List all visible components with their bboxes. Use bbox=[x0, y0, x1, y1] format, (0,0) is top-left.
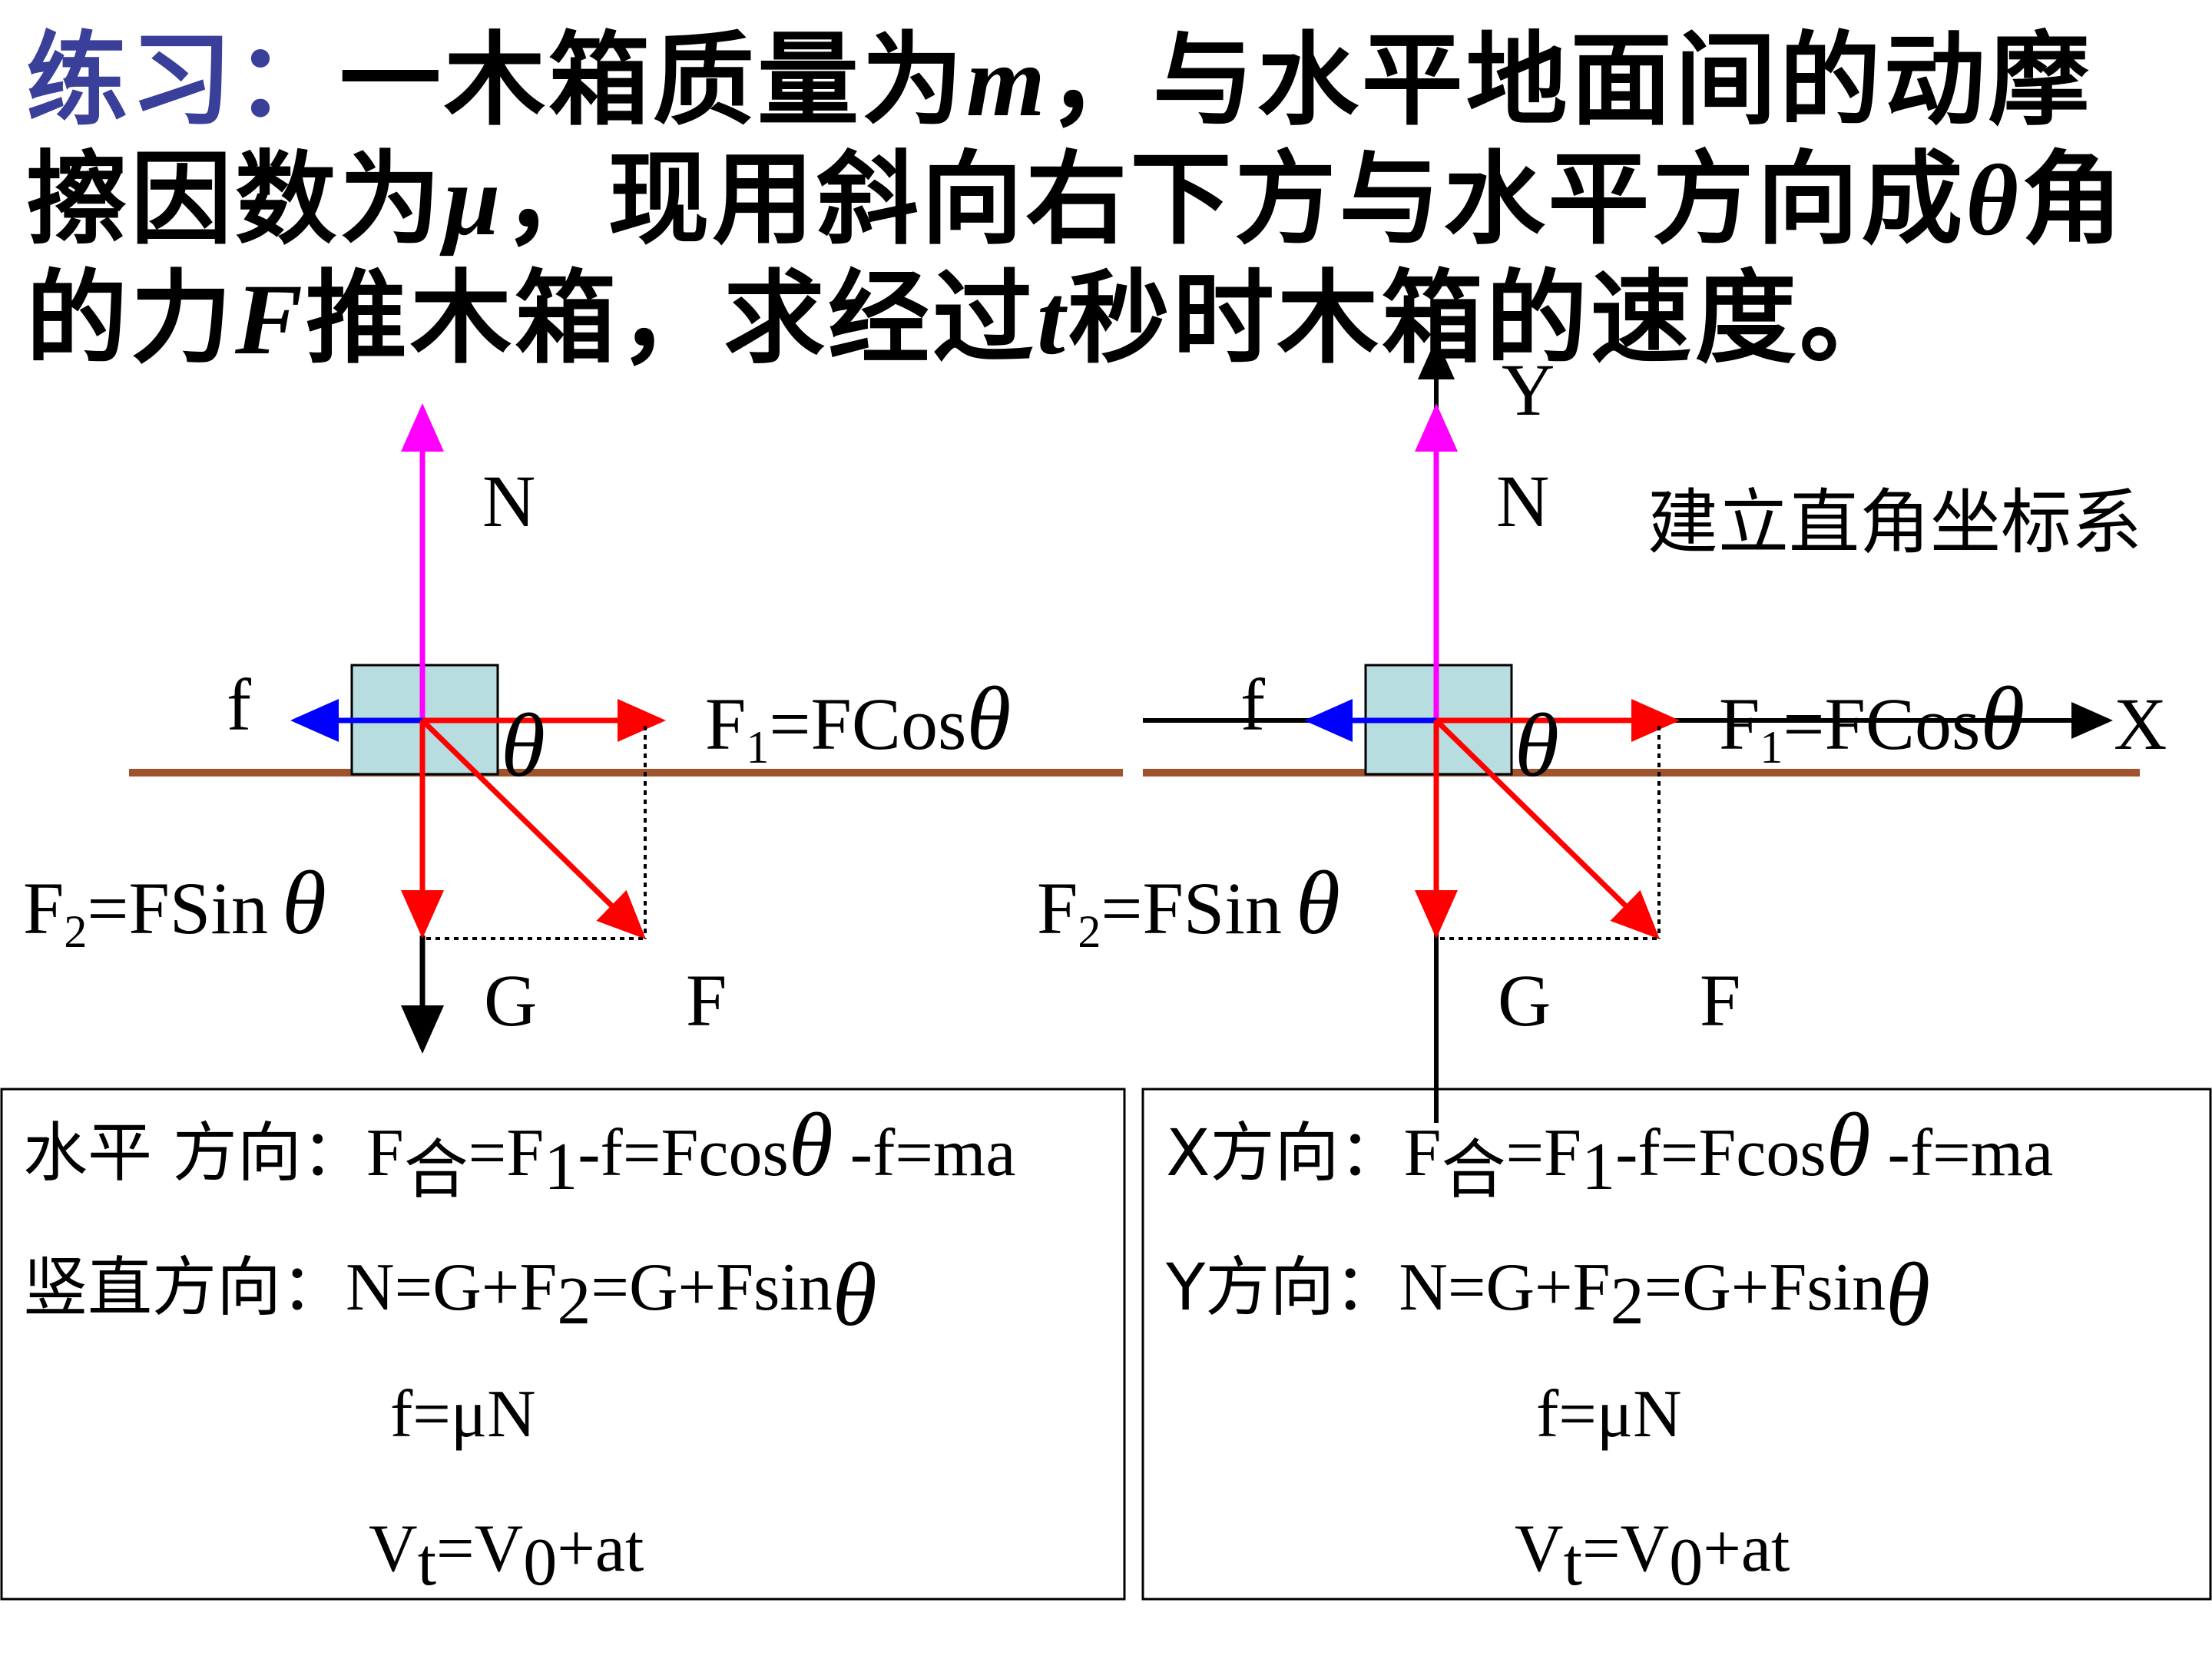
label-Y-axis: Y bbox=[1502, 349, 1555, 431]
label-f-left: f bbox=[227, 664, 251, 746]
right-equation-box: X方向：F合=F1-f=Fcosθ -f=ma Y方向：N=G+F2=G+Fsi… bbox=[1141, 1088, 2212, 1601]
coordinate-system-note: 建立直角坐标系 bbox=[1647, 482, 2142, 564]
label-f-right: f bbox=[1240, 664, 1265, 746]
left-eq-line-1: 水平 方向：F合=F1-f=Fcosθ -f=ma bbox=[23, 1094, 1015, 1207]
right-eq-line-3: f=μN bbox=[1536, 1377, 1682, 1452]
label-F-right: F bbox=[1700, 959, 1740, 1041]
applied-force-arrow-right bbox=[1434, 718, 1661, 939]
right-eq-line-4: Vt=V0+at bbox=[1515, 1512, 1790, 1600]
left-eq-line-4: Vt=V0+at bbox=[369, 1512, 644, 1600]
label-X-axis: X bbox=[2114, 683, 2167, 765]
problem-statement: 练习：一木箱质量为m，与水平地面间的动摩擦因数为μ，现用斜向右下方与水平方向成θ… bbox=[26, 22, 2126, 378]
label-F1-right: F1=FCosθ bbox=[1719, 668, 2025, 773]
right-eq-line-2: Y方向：N=G+F2=G+Fsinθ bbox=[1165, 1244, 1930, 1345]
left-eq-line-2: 竖直方向：N=G+F2=G+Fsinθ bbox=[23, 1244, 877, 1345]
label-G-right: G bbox=[1498, 959, 1551, 1041]
label-N-right: N bbox=[1496, 460, 1549, 542]
label-theta-left: θ bbox=[501, 695, 545, 796]
left-eq-line-3: f=μN bbox=[390, 1377, 536, 1452]
label-N-left: N bbox=[482, 460, 535, 542]
label-theta-right: θ bbox=[1515, 695, 1559, 796]
left-equation-box: 水平 方向：F合=F1-f=Fcosθ -f=ma 竖直方向：N=G+F2=G+… bbox=[0, 1088, 1126, 1601]
label-G-left: G bbox=[484, 959, 537, 1041]
label-F1-left: F1=FCosθ bbox=[705, 668, 1011, 773]
right-eq-line-1: X方向：F合=F1-f=Fcosθ -f=ma bbox=[1166, 1094, 2053, 1207]
exercise-label: 练习： bbox=[26, 22, 339, 140]
label-F-left: F bbox=[686, 959, 727, 1041]
applied-force-arrow-left bbox=[420, 718, 647, 939]
